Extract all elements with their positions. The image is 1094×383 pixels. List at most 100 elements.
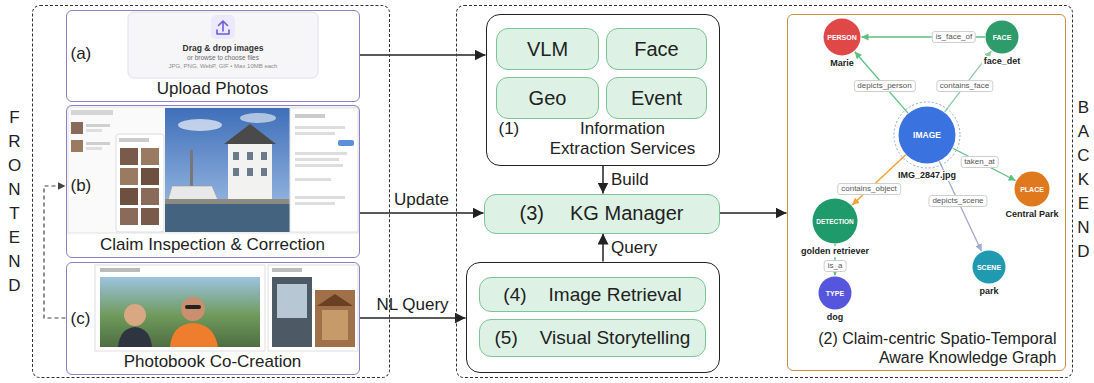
edge-label: NL Query: [376, 295, 448, 315]
box-label: KG Manager: [570, 202, 683, 225]
photo: [272, 277, 312, 347]
group-title: Information Extraction Services: [543, 119, 703, 159]
entity-label: Marie: [828, 58, 856, 69]
entity-circle-fill: [899, 107, 956, 164]
callout-number: (c): [71, 309, 91, 329]
entity-node: IMAGEIMG_2847.jpg: [898, 106, 956, 164]
box-label: VLM: [527, 38, 568, 61]
ship-mast: [190, 150, 193, 188]
process-box: (3)KG Manager: [484, 194, 720, 234]
window: [261, 168, 267, 176]
ui-bar: [295, 126, 345, 129]
face-thumb: [120, 208, 138, 225]
flow-arrow: [360, 317, 466, 319]
entity-label: Central Park: [1003, 209, 1060, 220]
face-thumb: [141, 188, 159, 205]
side-panel: [290, 108, 358, 232]
edge-label: Build: [611, 170, 649, 190]
service-group: (1) Information Extraction Services VLM Fac…: [486, 14, 720, 166]
ui-text: Drag & drop images: [183, 43, 264, 53]
entity-circle-fill: [824, 19, 861, 56]
flow-arrow: [360, 54, 486, 56]
relation-label: contains_object: [837, 183, 901, 195]
entity-type: TYPE: [826, 290, 844, 297]
flow-arrow: [720, 212, 787, 214]
photobook-page: [268, 265, 358, 351]
service-box: VLM: [496, 28, 599, 70]
photo-window: [277, 284, 307, 318]
relation-label: contains_face: [936, 80, 993, 92]
dock: [165, 199, 290, 204]
callout-number: (4): [503, 284, 526, 306]
ui-bar: [272, 268, 302, 272]
ui-bar: [86, 147, 102, 150]
face-thumb: [141, 208, 159, 225]
entity-node: TYPEdog: [818, 276, 852, 310]
selection-ring: [894, 102, 960, 168]
panel-title: (2) Claim-centric Spatio-Temporal Aware …: [785, 329, 1057, 367]
upload-icon: [217, 21, 229, 34]
ui-text: JPG, PNG, WebP, GIF • Max 10MB each: [169, 63, 278, 70]
callout-number: (b): [69, 176, 94, 196]
ui-bar: [295, 132, 335, 135]
ui-bar: [119, 138, 149, 142]
selfie-photo: [100, 277, 260, 347]
window: [247, 152, 253, 160]
callout-number: (a): [71, 44, 92, 64]
graph-panel: (2) Claim-centric Spatio-Temporal Aware …: [787, 14, 1066, 371]
ui-bar: [295, 164, 343, 167]
box-label: Face: [634, 38, 678, 61]
avatar: [71, 140, 83, 152]
service-box: Face: [606, 28, 707, 70]
ui-bar: [295, 202, 335, 205]
cloud: [178, 119, 222, 131]
service-box: Event: [606, 77, 707, 119]
entity-type: PLACE: [1020, 186, 1044, 193]
box-label: Visual Storytelling: [540, 327, 691, 349]
photobook-page: [95, 265, 265, 351]
ui-bar: [71, 110, 113, 115]
dashed-feedback-arrow: [44, 186, 66, 318]
entity-type: SCENE: [977, 264, 1001, 271]
entity-node: PLACECentral Park: [1014, 171, 1050, 207]
photo: [315, 290, 355, 347]
entity-type: IMAGE: [913, 130, 941, 140]
entity-label: golden retriever: [799, 246, 871, 257]
panel-title: Photobook Co-Creation: [67, 352, 359, 372]
callout-number: (1): [499, 119, 520, 139]
window: [233, 152, 239, 160]
ui-bar: [86, 142, 110, 145]
person-body: [118, 327, 152, 347]
face-thumb: [120, 188, 138, 205]
relation-label: depicts_person: [853, 80, 915, 92]
query-group: (4)Image Retrieval(5)Visual Storytelling: [466, 262, 720, 373]
screenshot-frame: [68, 107, 358, 233]
section-label: FRONTEND: [6, 106, 23, 298]
ui-bar: [86, 129, 102, 132]
cloud: [240, 113, 276, 123]
entity-node: PERSONMarie: [823, 18, 861, 56]
face-thumb: [120, 168, 138, 185]
ui-bar: [86, 124, 110, 127]
backend-group: BACKEND(1)Information Extraction Service…: [456, 5, 1073, 378]
process-box: (5) Visual Storytelling: [479, 319, 706, 357]
flow-arrow: [602, 234, 604, 262]
callout-number: (5): [495, 327, 518, 349]
window: [247, 168, 253, 176]
relation-edge: [953, 148, 1016, 180]
panel-title: Claim Inspection & Correction: [67, 235, 359, 255]
upload-dropzone: [128, 12, 318, 78]
temple-roof: [317, 294, 353, 306]
faces-panel: [116, 134, 164, 232]
relation-label: taken_at: [960, 156, 999, 168]
upload-icon-tile: [211, 15, 235, 39]
entity-node: SCENEpark: [972, 250, 1006, 284]
temple-wall: [322, 310, 348, 340]
avatar: [71, 122, 83, 134]
person-head: [124, 304, 146, 326]
entity-type: FACE: [993, 34, 1012, 41]
face-thumb: [120, 148, 138, 165]
service-box: Geo: [496, 77, 599, 119]
face-thumb: [141, 168, 159, 185]
panel-title: Upload Photos: [67, 79, 359, 99]
